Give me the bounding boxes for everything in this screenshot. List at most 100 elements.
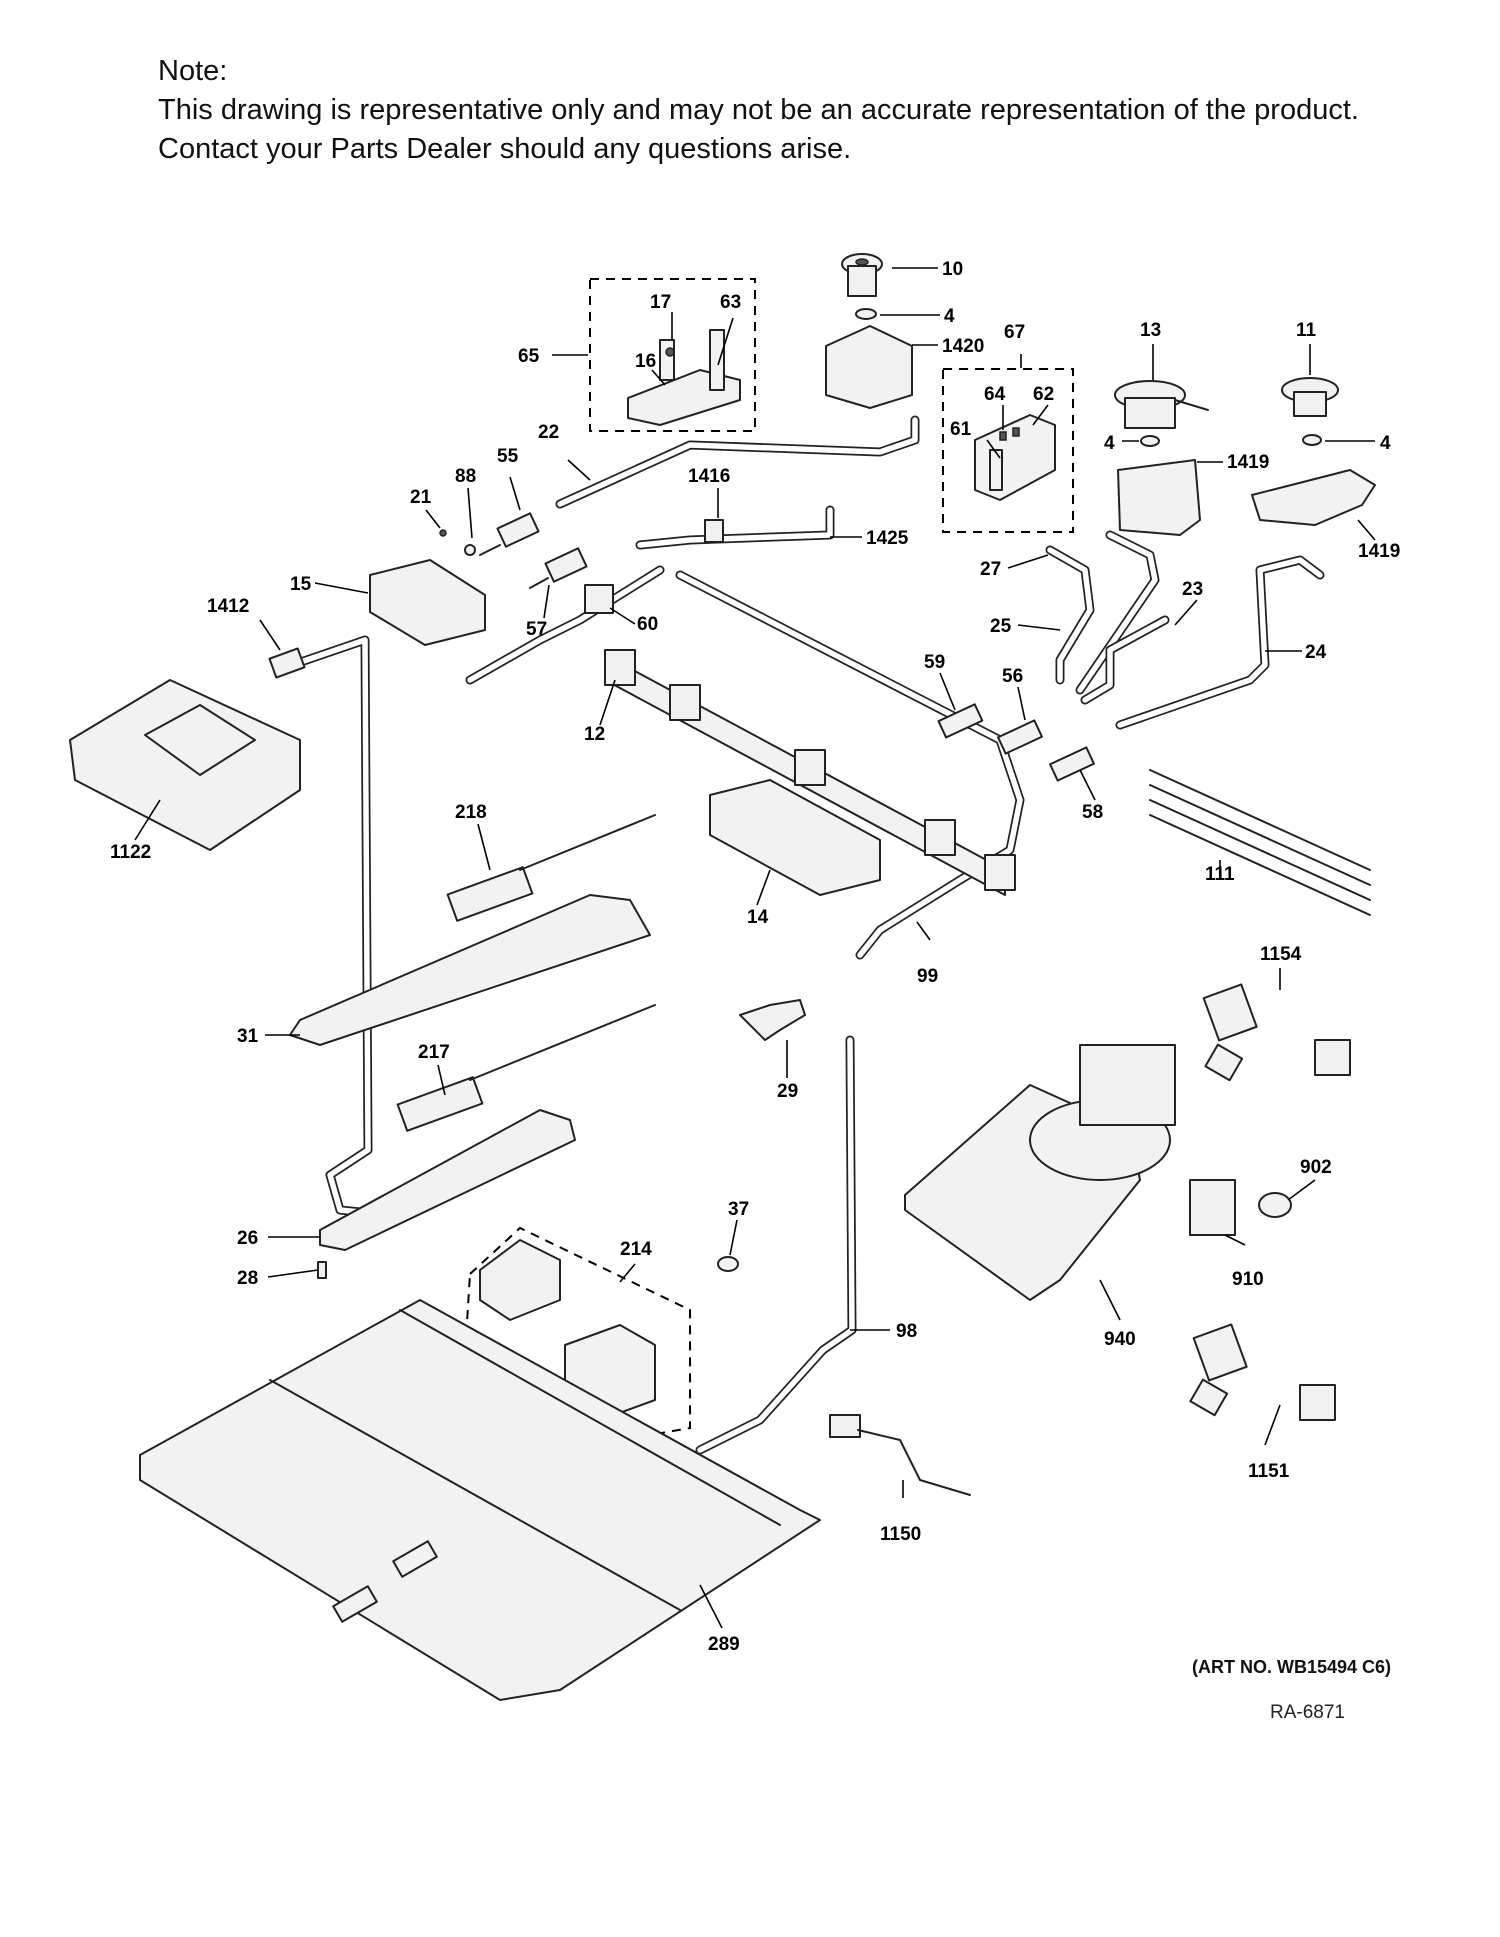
part-67-valve-assembly xyxy=(974,414,1056,501)
part-12-manifold xyxy=(604,649,1016,896)
label-17: 17 xyxy=(650,292,671,313)
part-4-nut xyxy=(855,308,877,320)
drawing-code: RA-6871 xyxy=(1270,1702,1345,1723)
part-56-valve xyxy=(997,719,1043,755)
label-1151: 1151 xyxy=(1248,1461,1290,1482)
part-58-valve xyxy=(1049,746,1095,782)
part-1419-shield-a xyxy=(1117,459,1201,536)
label-88: 88 xyxy=(455,466,476,487)
part-217-igniter xyxy=(396,1004,656,1132)
label-15: 15 xyxy=(290,574,312,595)
part-31-burner xyxy=(289,894,651,1046)
label-289: 289 xyxy=(708,1634,740,1655)
part-4-nut-c xyxy=(1302,434,1322,446)
label-1122: 1122 xyxy=(110,842,151,863)
label-10: 10 xyxy=(942,259,963,280)
part-26-burner xyxy=(319,1109,576,1251)
label-12: 12 xyxy=(584,724,605,745)
part-289-pan xyxy=(139,1299,821,1701)
label-29: 29 xyxy=(777,1081,798,1102)
part-902-gasket xyxy=(1258,1192,1292,1218)
note-heading: Note: xyxy=(158,55,228,87)
part-1420-shield xyxy=(825,325,913,409)
part-55-valve xyxy=(479,512,540,556)
label-21: 21 xyxy=(410,487,432,508)
label-28: 28 xyxy=(237,1268,258,1289)
label-1412: 1412 xyxy=(207,596,249,617)
label-1416: 1416 xyxy=(688,466,730,487)
label-1419-b: 1419 xyxy=(1358,541,1400,562)
part-37-plug xyxy=(717,1256,739,1272)
label-67: 67 xyxy=(1004,322,1025,343)
part-111-straps xyxy=(1149,769,1371,916)
label-217: 217 xyxy=(418,1042,450,1063)
part-11-thermostat xyxy=(1281,377,1339,417)
part-28-screw xyxy=(317,1261,327,1279)
label-58: 58 xyxy=(1082,802,1103,823)
part-1412-fitting xyxy=(268,647,306,679)
label-111: 111 xyxy=(1205,864,1235,885)
part-15-bracket xyxy=(369,559,486,646)
label-214: 214 xyxy=(620,1239,652,1260)
note-line-2: Contact your Parts Dealer should any que… xyxy=(158,133,852,165)
label-1419-a: 1419 xyxy=(1227,452,1269,473)
part-1122-inner xyxy=(144,704,256,776)
disclaimer-note: Note: This drawing is representative onl… xyxy=(158,52,1359,169)
label-55: 55 xyxy=(497,446,519,467)
label-13: 13 xyxy=(1140,320,1161,341)
part-1151-harness xyxy=(1189,1323,1336,1421)
group-box-214 xyxy=(463,1226,691,1440)
part-labels: 10 4 1420 17 63 65 16 67 64 62 61 13 11 … xyxy=(110,259,1400,1655)
label-57: 57 xyxy=(526,619,547,640)
label-1150: 1150 xyxy=(880,1524,921,1545)
label-1420: 1420 xyxy=(942,336,984,357)
label-4-c: 4 xyxy=(1380,433,1391,454)
part-910-motor xyxy=(1189,1179,1236,1236)
label-99: 99 xyxy=(917,966,938,987)
label-26: 26 xyxy=(237,1228,258,1249)
part-218-igniter xyxy=(446,814,656,922)
label-59: 59 xyxy=(924,652,945,673)
label-1425: 1425 xyxy=(866,528,909,549)
label-902: 902 xyxy=(1300,1157,1332,1178)
label-98: 98 xyxy=(896,1321,917,1342)
part-1416-fitting xyxy=(704,519,724,543)
part-57-valve xyxy=(529,547,588,589)
label-61: 61 xyxy=(950,419,972,440)
label-14: 14 xyxy=(747,907,769,928)
part-65-valve-assembly xyxy=(627,329,741,426)
gas-tubes xyxy=(290,415,1325,1455)
label-23: 23 xyxy=(1182,579,1203,600)
label-1154: 1154 xyxy=(1260,944,1302,965)
label-940: 940 xyxy=(1104,1329,1136,1350)
label-16: 16 xyxy=(635,351,656,372)
part-1150-wire xyxy=(829,1414,971,1496)
label-64: 64 xyxy=(984,384,1006,405)
part-21-screw xyxy=(439,529,447,537)
group-box-67 xyxy=(942,368,1074,533)
art-number: (ART NO. WB15494 C6) xyxy=(1192,1657,1392,1677)
leader-lines xyxy=(134,267,1376,1629)
label-11: 11 xyxy=(1296,320,1317,341)
label-25: 25 xyxy=(990,616,1012,637)
part-29-elbow xyxy=(739,999,806,1041)
label-4: 4 xyxy=(944,306,955,327)
label-56: 56 xyxy=(1002,666,1023,687)
label-60: 60 xyxy=(637,614,658,635)
part-1154-harness xyxy=(1202,983,1351,1082)
part-60-bracket xyxy=(584,584,614,614)
part-59-valve xyxy=(937,703,984,739)
label-24: 24 xyxy=(1305,642,1327,663)
label-910: 910 xyxy=(1232,1269,1264,1290)
part-1419-shield-b xyxy=(1251,469,1376,526)
note-line-1: This drawing is representative only and … xyxy=(158,94,1359,126)
label-37: 37 xyxy=(728,1199,749,1220)
part-10-thermostat xyxy=(841,253,883,297)
label-27: 27 xyxy=(980,559,1001,580)
label-62: 62 xyxy=(1033,384,1054,405)
label-63: 63 xyxy=(720,292,741,313)
label-65: 65 xyxy=(518,346,540,367)
group-box-65 xyxy=(589,278,756,432)
label-4-b: 4 xyxy=(1104,433,1115,454)
